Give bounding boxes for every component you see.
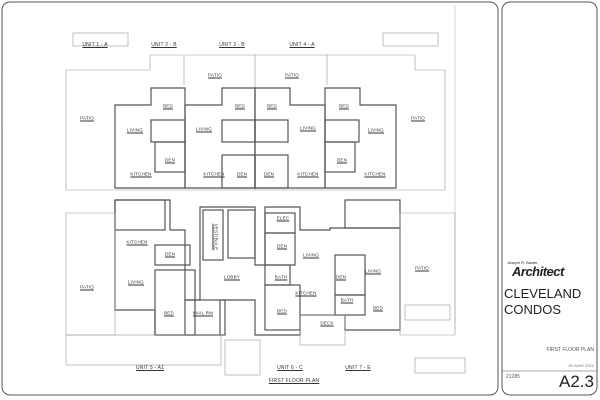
room-label: DEN [164, 251, 176, 257]
room-label: KITCHEN [364, 171, 386, 177]
room-label: BED [163, 103, 173, 109]
room-label: DEN [263, 171, 275, 177]
room-label: DEN [236, 171, 248, 177]
sheet-number: A2.3 [559, 372, 594, 391]
room-label: LIVING [127, 127, 143, 133]
room-label: BATH [340, 297, 354, 303]
room-label: DEN [335, 274, 347, 280]
room-label: PATIO [285, 72, 299, 78]
unit-label: UNIT 3 - B [219, 42, 245, 48]
room-label: DEN [276, 243, 288, 249]
room-label: PATIO [208, 72, 222, 78]
room-label: PATIO [411, 115, 425, 121]
project-name-line2: CONDOS [504, 302, 562, 317]
room-label: ELEC [276, 215, 290, 221]
room-label: LIVING [368, 127, 384, 133]
room-label: MAIL RM [193, 310, 213, 316]
room-label: VESTIBULE [213, 223, 219, 251]
unit-label: UNIT 2 - B [151, 42, 177, 48]
job-number: 21285 [506, 374, 520, 380]
room-label: BED [373, 305, 383, 311]
project-name-line1: CLEVELAND [504, 286, 582, 301]
room-label: KITCHEN [126, 239, 148, 245]
unit-label: UNIT 5 - A1 [135, 365, 165, 371]
room-label: LIVING [365, 268, 381, 274]
room-label: BED [267, 103, 277, 109]
room-label: LIVING [196, 126, 212, 132]
unit-label: UNIT 4 - A [289, 42, 315, 48]
room-label: DEN [336, 157, 348, 163]
room-label: PATIO [80, 115, 94, 121]
room-label: DEN [164, 157, 176, 163]
room-label: LOBBY [223, 274, 241, 280]
room-label: PATIO [415, 265, 429, 271]
room-label: BED [164, 310, 174, 316]
sheet-date: 15 JUNE 2022 [567, 363, 594, 368]
unit-label: UNIT 7 - E [345, 365, 371, 371]
title-block-border [501, 1, 598, 396]
room-label: BED [235, 103, 245, 109]
room-label: LIVING [128, 279, 144, 285]
room-label: LIVING [300, 125, 316, 131]
room-label: BATH [274, 274, 288, 280]
room-label: KITCHEN [203, 171, 225, 177]
room-label: KITCHEN [295, 290, 317, 296]
room-label: KITCHEN [297, 171, 319, 177]
sheet-border [1, 1, 499, 396]
room-label: LIVING [303, 252, 319, 258]
drawing-title: FIRST FLOOR PLAN [268, 378, 320, 384]
room-label: BED [277, 308, 287, 314]
unit-label: UNIT 1 - A [82, 42, 108, 48]
architect-logo: Architect [512, 264, 564, 279]
room-label: PATIO [80, 284, 94, 290]
room-label: BED [339, 103, 349, 109]
sheet-title: FIRST FLOOR PLAN [546, 347, 594, 353]
architect-name: Joseph R. Baxter [507, 260, 538, 265]
room-label: DECK [320, 320, 334, 326]
unit-label: UNIT 6 - C [277, 365, 303, 371]
room-label: KITCHEN [130, 171, 152, 177]
